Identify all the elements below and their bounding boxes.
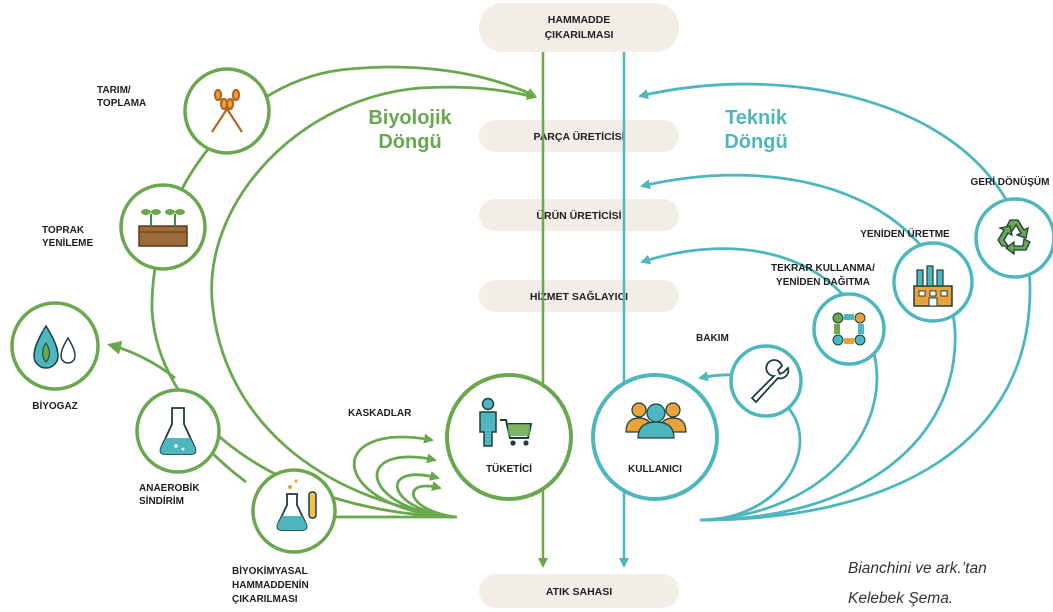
factory-icon [913,265,953,307]
stage-landfill: ATIK SAHASI [479,574,679,608]
label-user: KULLANICI [628,464,682,475]
sprout-soil-icon [138,209,188,247]
people-circle-icon [832,312,866,346]
cascade-arc-1 [352,433,456,519]
stage-part-manufacturer-label: PARÇA ÜRETİCİSİ [533,130,624,143]
label-maintenance: BAKIM [696,333,729,344]
stage-raw-material-line2: ÇIKARILMASI [545,29,614,41]
node-recycling [974,197,1053,279]
node-soil [119,183,207,271]
label-biogas: BİYOGAZ [32,399,78,412]
node-biogas [10,301,100,391]
stage-product-manufacturer-label: ÜRÜN ÜRETİCİSİ [536,209,621,222]
node-remanufacture [892,241,974,323]
label-soil-line2: YENİLEME [42,236,93,249]
tech-cycle-title-line1: Teknik [725,107,788,129]
caption-line1: Bianchini ve ark.’tan [848,560,987,577]
stage-service-provider-label: HİZMET SAĞLAYICI [530,290,628,303]
node-reuse [812,292,886,366]
bio-inner-arc [210,85,537,519]
node-maintenance [729,344,803,418]
users-icon [625,402,687,439]
remanufacture-arc [640,173,957,522]
label-biochemical-line2: HAMMADDENİN [232,578,309,591]
biogas-arrow [107,340,176,380]
label-recycling: GERİ DÖNÜŞÜM [971,175,1050,188]
flasks-icon [276,479,317,531]
recycle-icon [997,219,1031,256]
label-anaerobic-line1: ANAEROBİK [139,481,200,494]
stage-part-manufacturer: PARÇA ÜRETİCİSİ [479,120,679,152]
node-user: KULLANICI [591,373,719,501]
stage-service-provider: HİZMET SAĞLAYICI [479,280,679,312]
label-biochemical-line3: ÇIKARILMASI [232,594,298,605]
label-soil-line1: TOPRAK [42,225,85,236]
label-farming-line2: TOPLAMA [97,98,146,109]
node-anaerobic [135,388,221,474]
stage-raw-material: HAMMADDE ÇIKARILMASI [479,3,679,52]
bio-cycle-title-line2: Döngü [378,131,441,153]
label-farming-line1: TARIM/ [97,85,131,96]
label-reuse-line2: YENİDEN DAĞITMA [776,275,870,288]
drops-leaf-icon [33,324,76,369]
cascade-arc-4 [412,481,456,519]
node-farming [183,67,271,155]
label-biochemical-line1: BİYOKİMYASAL [232,564,308,577]
stage-raw-material-line1: HAMMADDE [548,14,610,26]
node-consumer: TÜKETİCİ [445,373,573,501]
label-remanufacture: YENİDEN ÜRETME [860,227,950,240]
cascade-arc-3 [396,471,456,519]
label-cascades: KASKADLAR [348,408,412,419]
label-reuse-line1: TEKRAR KULLANMA/ [771,263,875,274]
tech-cycle-title-line2: Döngü [724,131,787,153]
wrench-icon [750,359,790,404]
cascade-arc-2 [375,453,456,519]
shopper-cart-icon [479,397,533,447]
label-consumer: TÜKETİCİ [486,462,532,475]
stage-product-manufacturer: ÜRÜN ÜRETİCİSİ [479,199,679,231]
flask-icon [159,407,197,455]
wheat-icon [211,88,243,133]
stage-landfill-label: ATIK SAHASI [546,586,612,598]
recycle-arc [638,82,1032,522]
caption-line2: Kelebek Şema. [848,590,953,607]
label-anaerobic-line2: SİNDİRİM [139,494,184,507]
bio-cycle-title-line1: Biyolojik [368,107,452,129]
node-biochemical [251,468,337,554]
